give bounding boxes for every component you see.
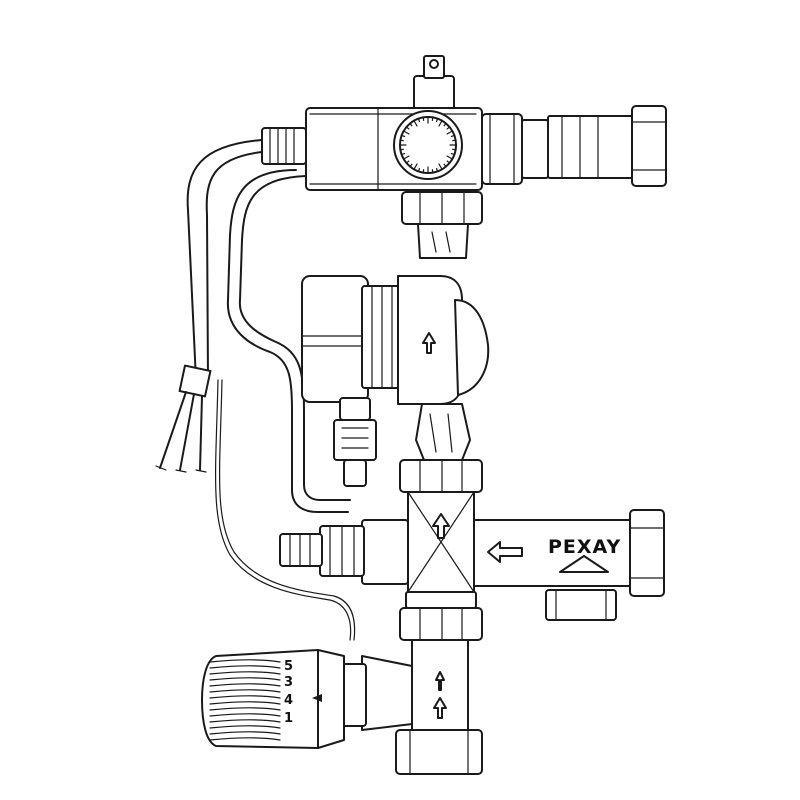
outlet-union-nut: [481, 113, 523, 185]
dial-tick: [446, 155, 453, 160]
knob-scale-mark: 1: [284, 711, 293, 726]
cross-fitting: PEXAY: [279, 491, 665, 621]
knob-rib: [209, 677, 281, 681]
dial-tick: [422, 116, 425, 121]
actuator-cap: [413, 75, 455, 111]
knob-ribs: [209, 659, 281, 741]
knob-rib: [209, 659, 281, 663]
dial-tick: [452, 139, 457, 142]
dial-tick: [452, 148, 457, 151]
dial-tick: [435, 118, 439, 123]
dial-tick: [443, 122, 447, 127]
knob-rib: [209, 665, 281, 669]
power-cable: [155, 139, 351, 513]
dial-tick: [401, 134, 406, 138]
pump-volute: [454, 299, 490, 396]
circulation-pump: [301, 275, 490, 487]
thermostatic-valve: 5 3 4 1: [201, 639, 483, 775]
outlet-pipe: [547, 115, 637, 179]
pump-motor-housing: [361, 285, 401, 389]
dial-tick: [446, 130, 453, 135]
dial-tick: [399, 148, 404, 151]
knob-scale-mark: 4: [284, 693, 293, 708]
knob-rib: [209, 737, 281, 741]
knob-rib: [209, 671, 281, 675]
bypass-nut: [545, 589, 617, 621]
cable-gland: [261, 127, 307, 165]
dial-tick: [450, 134, 455, 138]
balancing-valve-body: [361, 519, 409, 585]
flow-arrow-left-icon: [487, 541, 523, 563]
dial-tick: [431, 169, 434, 174]
dial-tick: [435, 167, 439, 172]
lower-union: [399, 459, 483, 493]
dial-tick: [446, 160, 451, 164]
knob-scale-mark: 3: [284, 675, 293, 690]
knob-rib: [209, 725, 281, 729]
cable-sleeve: [178, 364, 212, 398]
knob-rib: [209, 683, 281, 687]
dial-tick: [413, 120, 418, 127]
outlet-nut: [631, 105, 667, 187]
brand-label: PEXAY: [548, 536, 621, 558]
return-nut: [629, 509, 665, 597]
valve-bonnet: [361, 655, 413, 731]
sensor-connector: [339, 397, 371, 421]
dial-tick: [443, 163, 447, 168]
dial-tick: [409, 163, 413, 168]
dial-tick: [403, 130, 410, 135]
flow-arrow-up-icon: [422, 332, 436, 354]
knob-rib: [209, 707, 281, 711]
dial-tick: [405, 160, 410, 164]
flow-arrow-up-icon: [433, 697, 447, 719]
valve-outlet-nut: [395, 729, 483, 775]
dial-tick: [417, 118, 421, 123]
mixing-valve-actuator: [261, 55, 667, 191]
dial-tick: [438, 163, 443, 170]
dial-tick: [413, 163, 418, 170]
bottom-union: [399, 591, 483, 641]
capillary-tube: [214, 379, 356, 641]
flow-arrow-up-icon: [432, 513, 450, 539]
dial-tick: [417, 167, 421, 172]
pump-control-box: [301, 275, 369, 403]
knob-rib: [209, 713, 281, 717]
knob-rib: [209, 719, 281, 723]
knob-rib: [209, 731, 281, 735]
balancing-valve-cap: [279, 533, 323, 567]
dial-tick: [422, 169, 425, 174]
dial-tick: [403, 155, 410, 160]
dial-tick: [405, 126, 410, 130]
dial-tick: [409, 122, 413, 127]
dial-tick: [438, 120, 443, 127]
knob-scale-mark: 5: [284, 659, 293, 674]
dial-tick: [450, 152, 455, 156]
dial-tick: [446, 126, 451, 130]
knob-rib: [209, 701, 281, 705]
dial-tick: [399, 139, 404, 142]
knob-rib: [209, 695, 281, 699]
knob-pointer: [312, 694, 322, 702]
dial-scale-ticks: [399, 116, 457, 174]
dial-tick: [401, 152, 406, 156]
thermostat-knob: [201, 649, 319, 749]
upper-union: [401, 191, 483, 259]
knob-rib: [209, 689, 281, 693]
dial-tick: [431, 116, 434, 121]
